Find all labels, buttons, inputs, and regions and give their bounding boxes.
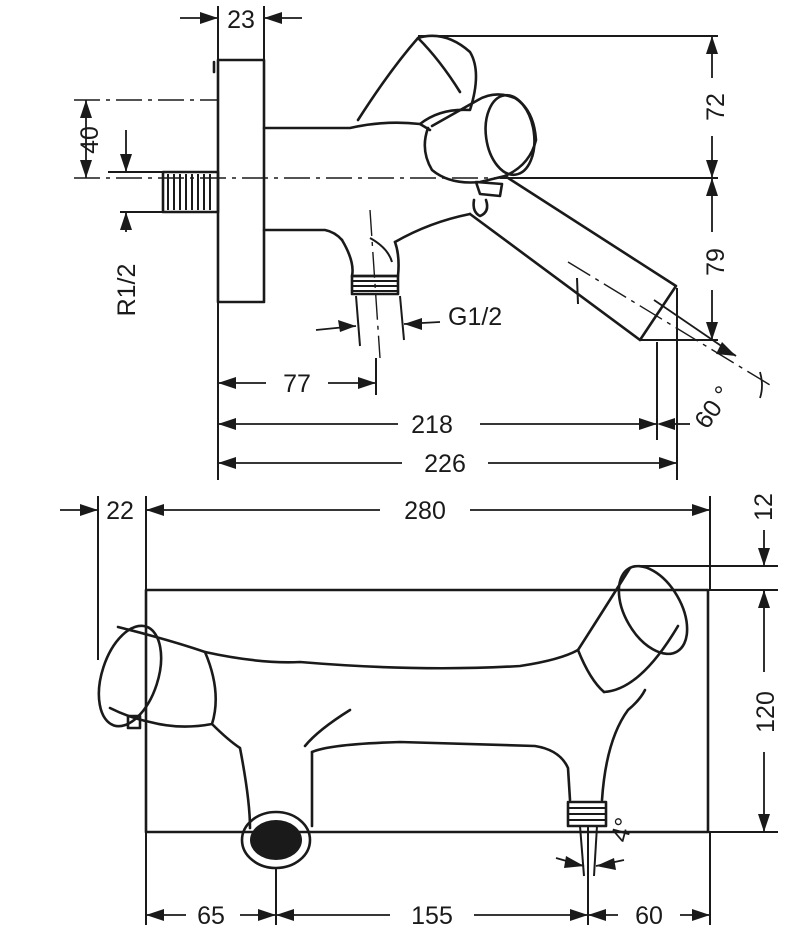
dim-226-label: 226 xyxy=(424,450,466,478)
side-outlet-connection xyxy=(340,237,400,296)
dim-23: 23 xyxy=(180,6,302,34)
front-wall-plate xyxy=(144,588,710,834)
dim-72: 72 xyxy=(702,36,730,178)
dim-280-label: 280 xyxy=(404,497,446,525)
side-front-handle xyxy=(423,93,538,184)
front-left-handle xyxy=(97,624,217,730)
dim-23-label: 23 xyxy=(227,6,255,34)
side-spout xyxy=(468,174,678,342)
dim-77: 77 xyxy=(218,370,376,398)
dim-280: 280 xyxy=(146,497,710,525)
dim-226: 226 xyxy=(218,450,677,478)
dim-g12-label: G1/2 xyxy=(448,303,502,331)
dim-angle-60-label: 60 ° xyxy=(689,381,738,434)
dim-79: 79 xyxy=(702,178,730,340)
front-body-outline xyxy=(203,648,580,670)
side-wall-plate xyxy=(216,58,266,304)
dim-79-label: 79 xyxy=(702,248,730,276)
dim-r12: R1/2 xyxy=(113,130,141,316)
dim-g12: G1/2 xyxy=(315,303,502,332)
front-spout-outlet xyxy=(240,810,312,870)
dim-60-label: 60 xyxy=(635,902,663,930)
dim-77-label: 77 xyxy=(283,370,311,398)
side-back-handle xyxy=(356,34,478,126)
dim-60: 60 xyxy=(588,902,710,930)
dim-155: 155 xyxy=(276,902,588,930)
dim-155-label: 155 xyxy=(411,902,453,930)
dim-72-label: 72 xyxy=(702,93,730,121)
dim-12: 12 xyxy=(750,493,778,600)
dim-120-label: 120 xyxy=(752,691,780,733)
dim-40-label: 40 xyxy=(76,126,104,154)
front-threaded-connection xyxy=(566,800,608,828)
front-right-handle xyxy=(576,564,689,694)
dim-r12-label: R1/2 xyxy=(113,264,141,317)
dim-tilt-4-label: 4° xyxy=(606,815,639,845)
dim-218: 218 xyxy=(218,411,690,439)
dim-22-label: 22 xyxy=(106,497,134,525)
side-diverter-knob xyxy=(472,180,504,218)
dim-65: 65 xyxy=(146,902,276,930)
dim-120: 120 xyxy=(752,590,780,832)
dim-angle-60: 60 ° xyxy=(653,299,763,434)
side-threaded-inlet xyxy=(161,170,220,214)
side-view: 23 40 R1/2 72 xyxy=(74,6,771,480)
dim-65-label: 65 xyxy=(197,902,225,930)
front-view: 22 280 12 120 4° xyxy=(60,493,780,930)
dim-40: 40 xyxy=(76,100,104,178)
side-body-outline xyxy=(262,121,432,132)
dim-22: 22 xyxy=(60,497,164,525)
dim-218-label: 218 xyxy=(411,411,453,439)
dim-12-label: 12 xyxy=(750,493,778,521)
